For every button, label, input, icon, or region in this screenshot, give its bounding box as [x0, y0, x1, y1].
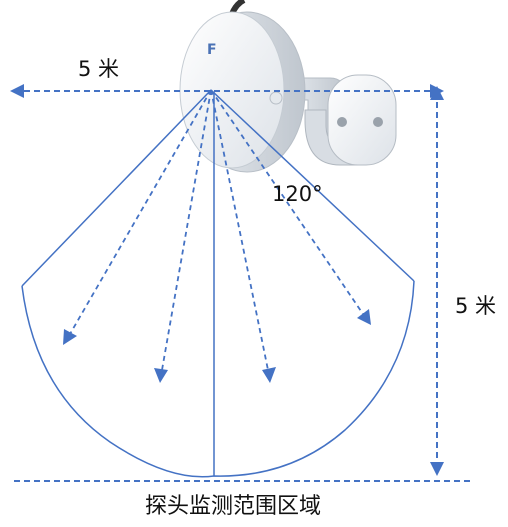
fan-edge-right — [210, 89, 415, 282]
fan-arc — [21, 280, 415, 478]
wall-bracket — [284, 74, 397, 166]
ray-1 — [69, 89, 212, 335]
width-distance-label: 5 米 — [78, 57, 119, 81]
ray-1-arrowhead — [63, 329, 77, 345]
depth-arrow-bottom — [430, 462, 444, 476]
sensor-indicator — [269, 91, 283, 105]
device-logo: F — [207, 42, 217, 58]
ray-2-arrowhead — [154, 368, 168, 383]
depth-arrow-top — [430, 86, 444, 100]
detection-angle-label: 120° — [272, 182, 323, 206]
detection-area — [21, 89, 415, 478]
sensor-device: F — [179, 0, 397, 173]
ray-4 — [210, 89, 364, 315]
ray-2 — [161, 89, 212, 371]
ray-4-arrowhead — [357, 309, 371, 325]
detection-rays — [63, 89, 371, 383]
width-arrow-left — [10, 84, 24, 98]
fan-edge-left — [21, 89, 212, 287]
ray-3 — [210, 89, 269, 371]
ray-3-arrowhead — [262, 367, 276, 383]
caption: 探头监测范围区域 — [145, 494, 321, 519]
depth-distance-label: 5 米 — [455, 294, 496, 318]
